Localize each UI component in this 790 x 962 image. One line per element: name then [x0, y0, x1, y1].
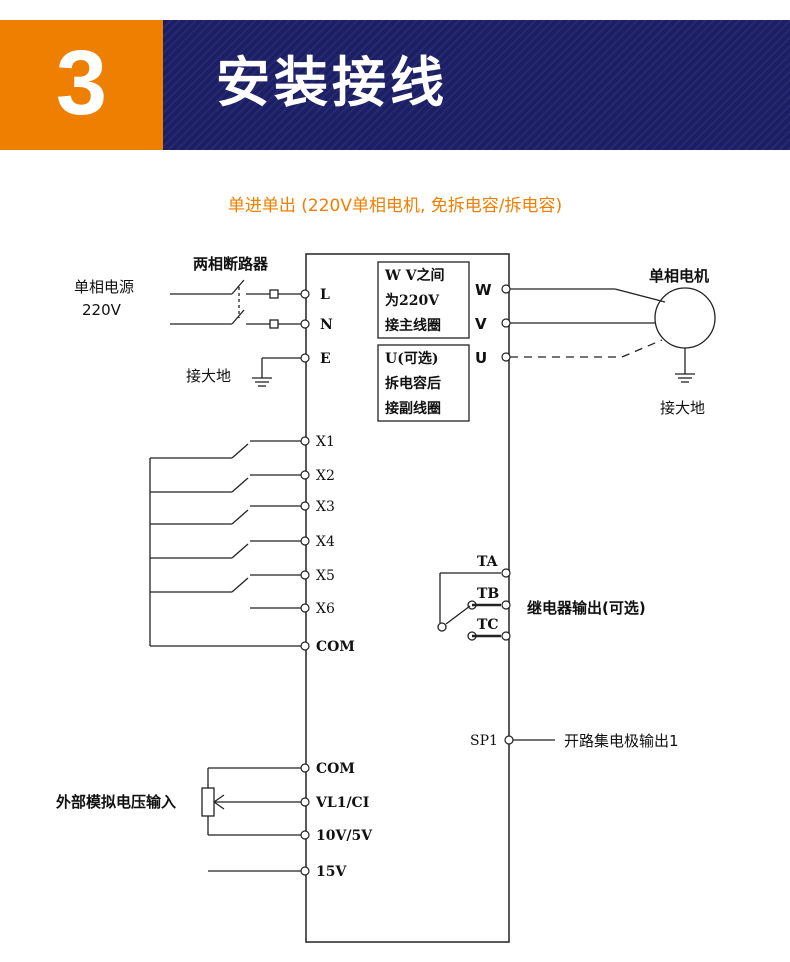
terminal-N [300, 319, 310, 329]
label-10V-5V: 10V/5V [316, 828, 373, 844]
label-X4: X4 [316, 534, 335, 550]
relay-output-label: 继电器输出(可选) [527, 599, 646, 617]
terminal-TC [501, 631, 511, 641]
terminal-15V [300, 866, 310, 876]
label-U: U [475, 349, 487, 367]
label-V: V [475, 315, 487, 333]
label-15V: 15V [316, 864, 347, 880]
open-collector-label: 开路集电极输出1 [564, 732, 679, 750]
label-VL1-CI: VL1/CI [315, 795, 369, 811]
label-E: E [320, 351, 331, 367]
terminal-X4 [300, 536, 310, 546]
step-number: 3 [55, 32, 108, 134]
section-title: 安装接线 [216, 51, 448, 114]
label-TA: TA [477, 554, 499, 570]
analog-input-label: 外部模拟电压输入 [55, 793, 176, 811]
label-W: W [475, 281, 492, 299]
label-X3: X3 [316, 499, 335, 515]
label-N: N [320, 317, 333, 333]
terminal-W [501, 284, 511, 294]
terminal-X1 [300, 436, 310, 446]
note-bottom-line2: 拆电容后 [385, 375, 441, 392]
note-top-line1: W V之间 [384, 267, 444, 284]
terminal-E [300, 353, 310, 363]
terminal-TB [501, 600, 511, 610]
terminal-X5 [300, 570, 310, 580]
terminal-10V [300, 830, 310, 840]
label-X1: X1 [316, 434, 335, 450]
label-L: L [320, 287, 330, 303]
terminal-U [501, 352, 511, 362]
inverter-body [305, 253, 510, 943]
note-top-line3: 接主线圈 [385, 317, 441, 334]
terminal-SP1 [504, 735, 514, 745]
motor-symbol [654, 287, 716, 349]
label-SP1: SP1 [470, 733, 498, 749]
terminal-X3 [300, 501, 310, 511]
note-bottom-line3: 接副线圈 [385, 400, 441, 417]
motor-label: 单相电机 [649, 267, 709, 285]
terminal-COM-analog [300, 763, 310, 773]
label-TC: TC [477, 617, 499, 633]
breaker-label: 两相断路器 [193, 255, 269, 273]
label-TB: TB [477, 586, 499, 602]
ground-left-label: 接大地 [186, 367, 231, 385]
power-source-label: 单相电源 [74, 278, 134, 296]
terminal-X2 [300, 470, 310, 480]
step-number-box: 3 [0, 20, 163, 150]
label-X6: X6 [316, 601, 335, 617]
note-top-line2: 为220V [385, 292, 440, 309]
terminal-L [300, 289, 310, 299]
terminal-TA [501, 568, 511, 578]
power-voltage-label: 220V [82, 301, 122, 319]
label-X2: X2 [316, 468, 335, 484]
terminal-V [501, 318, 511, 328]
ground-right-label: 接大地 [660, 399, 705, 417]
diagram-subtitle: 单进单出 (220V单相电机, 免拆电容/拆电容) [227, 196, 563, 216]
terminal-VL1 [300, 797, 310, 807]
label-COM: COM [316, 639, 355, 655]
terminal-COM [300, 641, 310, 651]
terminal-X6 [300, 603, 310, 613]
section-banner: 3 安装接线 [0, 20, 790, 150]
label-X5: X5 [316, 568, 335, 584]
note-bottom-line1: U(可选) [385, 350, 438, 367]
label-COM-analog: COM [316, 761, 355, 777]
